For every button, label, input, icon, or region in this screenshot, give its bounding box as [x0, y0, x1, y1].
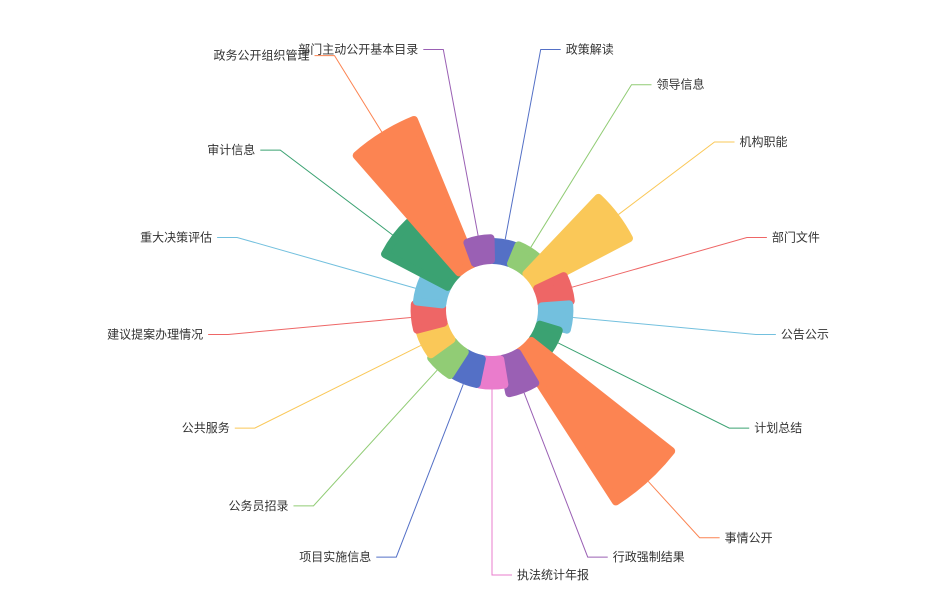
slice-label: 政务公开组织管理: [213, 48, 309, 63]
label-leader-line: [217, 236, 416, 289]
slice-label: 计划总结: [754, 421, 802, 435]
slice-label: 部门文件: [772, 229, 820, 244]
label-leader-line: [260, 149, 393, 236]
slice-label: 建议提案办理情况: [107, 326, 203, 341]
label-leader-line: [618, 141, 735, 215]
label-leader-line: [423, 49, 479, 236]
label-leader-line: [557, 342, 750, 429]
label-leader-line: [376, 383, 464, 558]
label-leader-line: [647, 481, 720, 539]
rose-slice[interactable]: [522, 193, 633, 291]
slice-labels: 政策解读领导信息机构职能部门文件公告公示计划总结事情公开行政强制结果执法统计年报…: [107, 42, 829, 582]
label-leader-line: [491, 389, 512, 576]
slice-label: 行政强制结果: [613, 550, 685, 564]
slices: [352, 115, 676, 506]
slice-label: 公告公示: [781, 327, 829, 341]
label-leader-line: [571, 236, 767, 288]
slice-label: 公共服务: [182, 420, 230, 435]
slice-label: 项目实施信息: [299, 549, 371, 564]
slice-label: 公务员招录: [228, 498, 288, 513]
slice-label: 重大决策评估: [140, 230, 212, 244]
rose-slice[interactable]: [410, 300, 448, 334]
label-leader-line: [293, 369, 438, 507]
label-leader-line: [234, 345, 422, 429]
label-leader-line: [504, 49, 561, 240]
slice-label: 领导信息: [657, 77, 705, 92]
label-leader-line: [208, 317, 411, 335]
rose-slice[interactable]: [515, 336, 676, 506]
label-leaders: [208, 49, 776, 576]
label-leader-line: [523, 392, 608, 558]
label-leader-line: [314, 55, 383, 133]
rose-slice[interactable]: [381, 218, 462, 291]
slice-label: 执法统计年报: [517, 567, 589, 582]
slice-label: 事情公开: [725, 531, 773, 545]
rose-slice[interactable]: [352, 115, 478, 277]
slice-label: 机构职能: [740, 134, 788, 149]
label-leader-line: [530, 84, 652, 248]
rose-slice[interactable]: [498, 349, 540, 398]
slice-label: 政策解读: [566, 43, 614, 57]
rose-slice[interactable]: [463, 234, 495, 268]
label-leader-line: [573, 317, 776, 335]
slice-label: 部门主动公开基本目录: [298, 42, 418, 57]
slice-label: 审计信息: [207, 142, 255, 157]
